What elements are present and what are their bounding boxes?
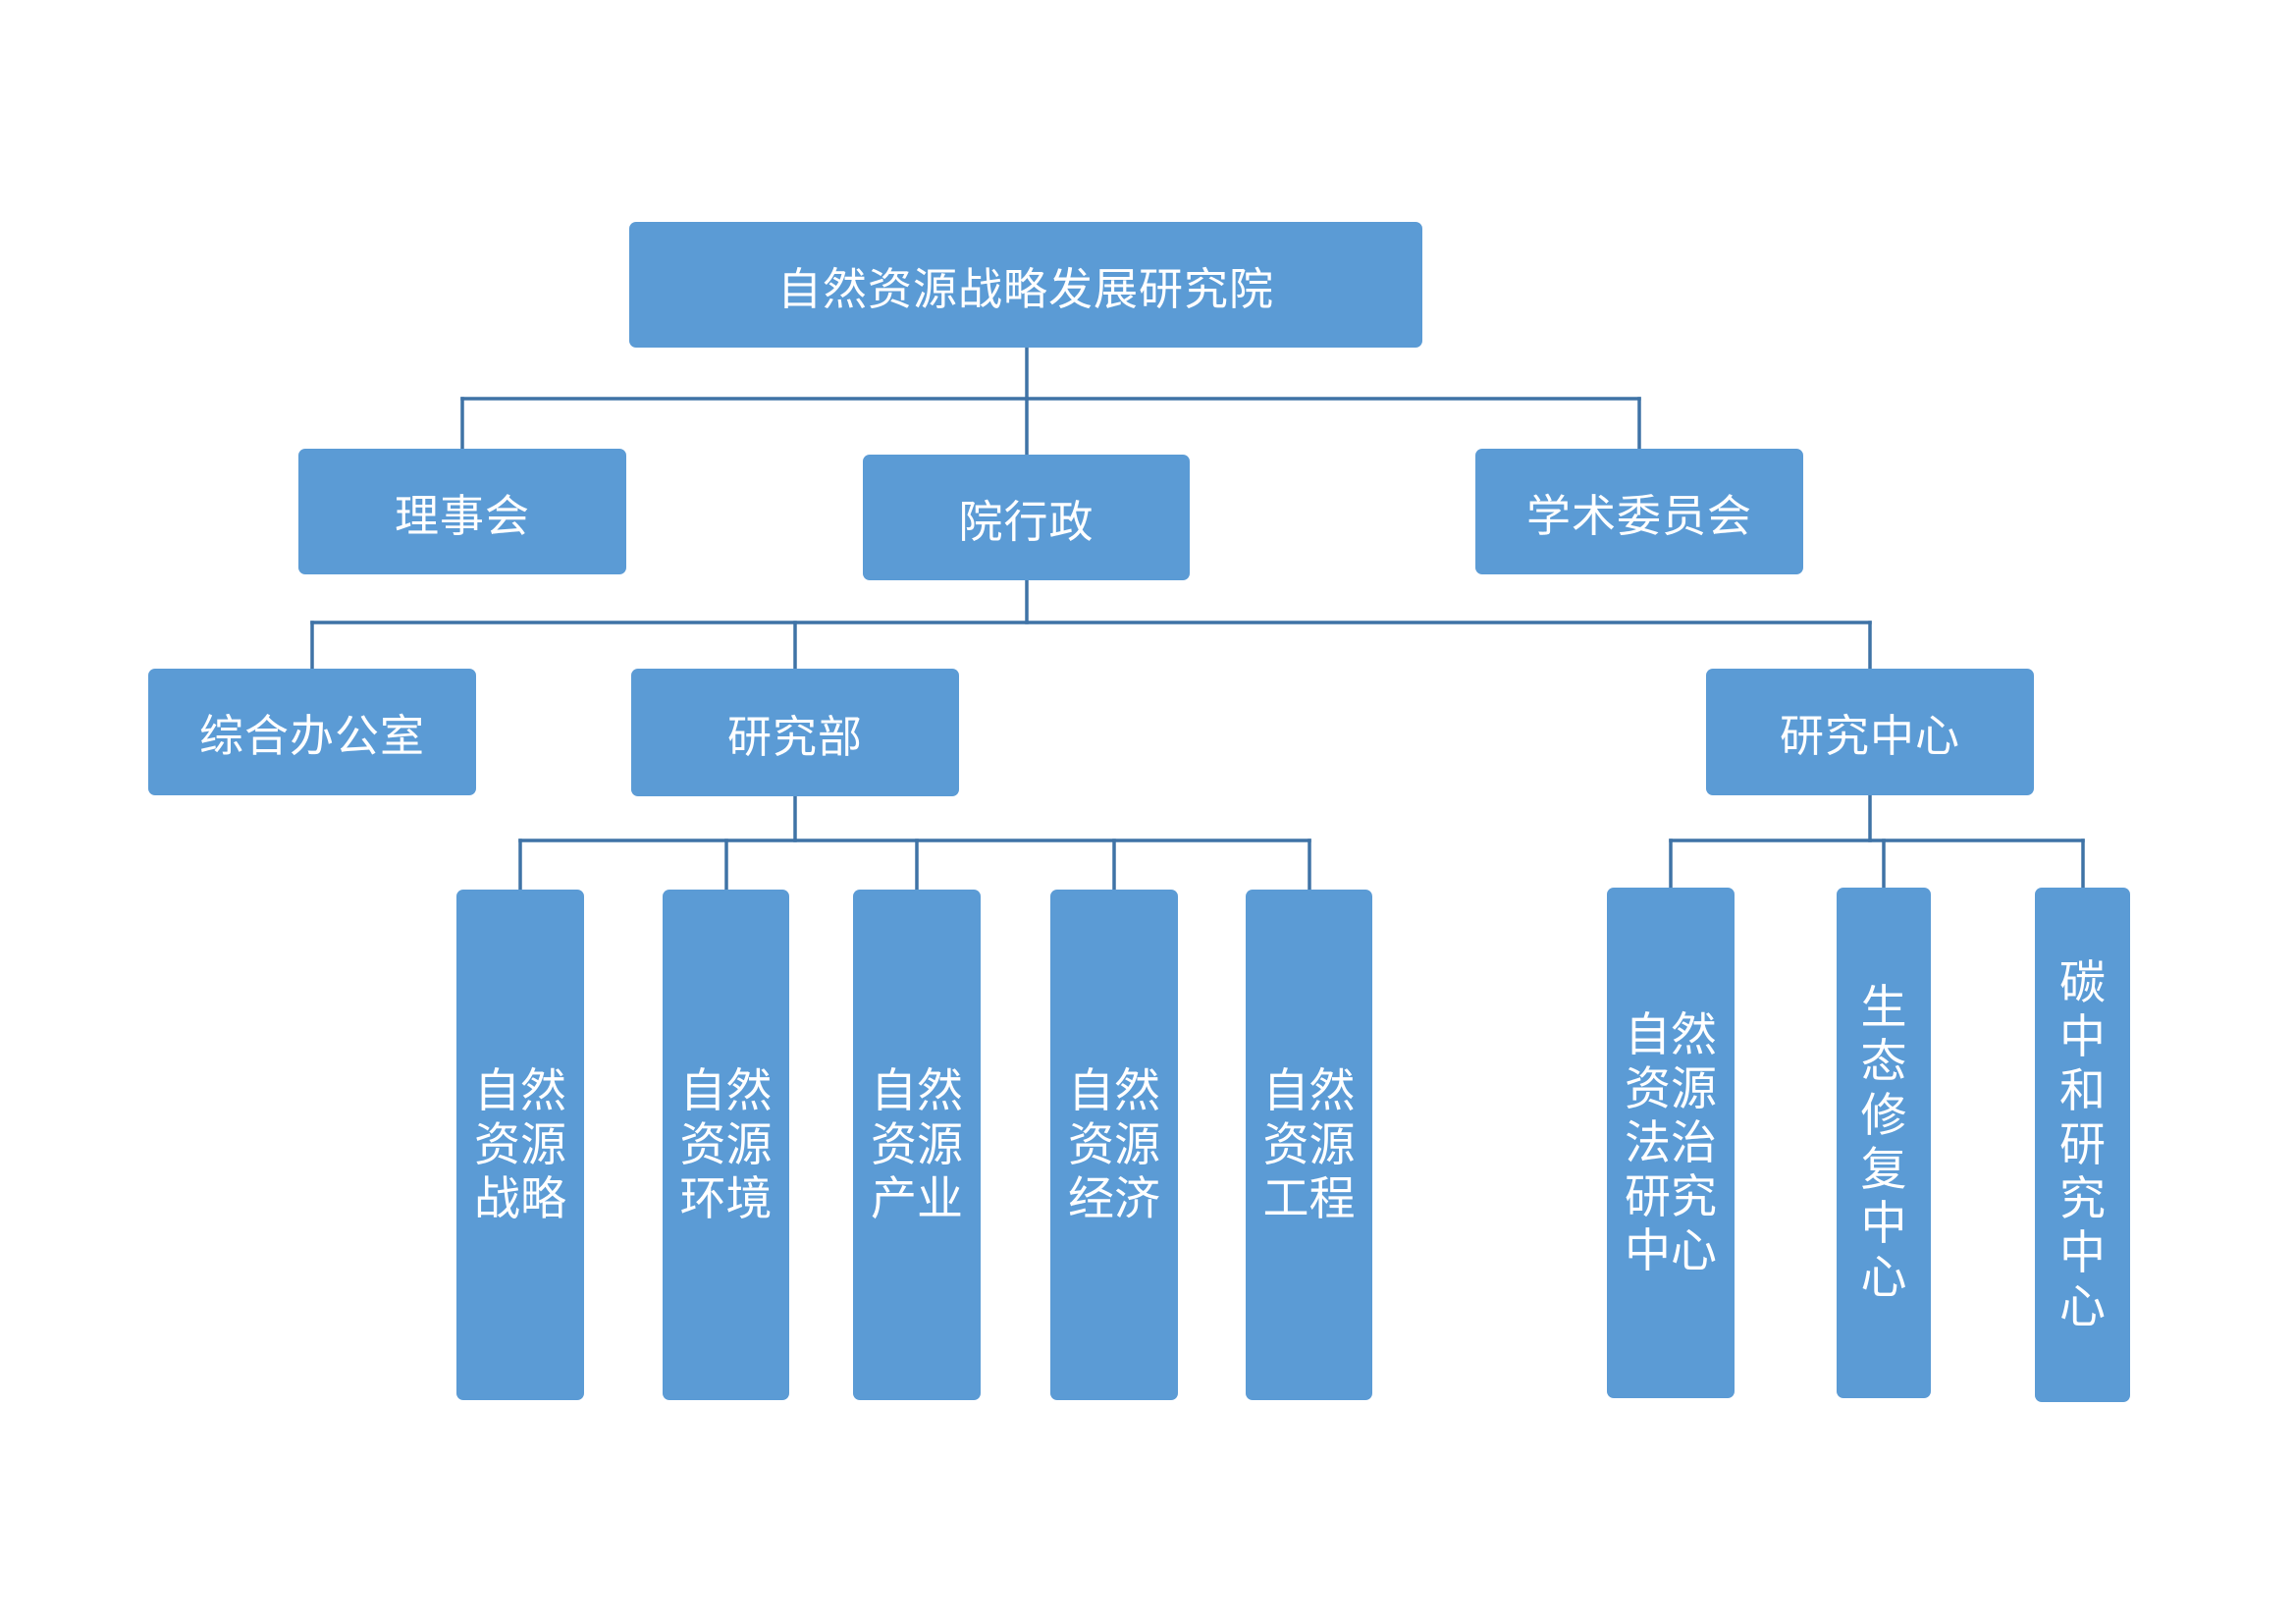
node-root-institute: 自然资源战略发展研究院 [629,222,1422,348]
node-dept-industry: 自然资源产业 [853,890,981,1400]
node-label: 综合办公室 [198,710,425,762]
node-general-office: 综合办公室 [148,669,476,795]
node-board: 理事会 [298,449,626,574]
node-label: 自然资源经济 [1068,1063,1160,1226]
node-label: 院行政 [958,495,1095,548]
node-dept-economy: 自然资源经济 [1050,890,1178,1400]
node-label: 自然资源工程 [1262,1063,1356,1226]
node-label: 自然资源战略 [474,1063,566,1226]
node-label: 研究部 [726,710,863,763]
node-center-ecology: 生态修复中心 [1837,888,1931,1398]
node-label: 自然资源法治研究中心 [1625,1007,1717,1278]
node-label: 理事会 [394,489,530,542]
node-center-law: 自然资源法治研究中心 [1607,888,1735,1398]
node-label: 自然资源战略发展研究院 [776,262,1274,315]
node-academic-committee: 学术委员会 [1475,449,1803,574]
node-research-center: 研究中心 [1706,669,2034,795]
node-label: 学术委员会 [1525,489,1752,542]
node-research-department: 研究部 [631,669,959,796]
node-label: 研究中心 [1779,710,1960,762]
node-dept-strategy: 自然资源战略 [456,890,584,1400]
node-dept-environment: 自然资源环境 [663,890,789,1400]
node-label: 生态修复中心 [1860,981,1907,1305]
node-label: 碳中和研究中心 [2059,955,2106,1334]
node-label: 自然资源环境 [679,1063,773,1226]
node-administration: 院行政 [863,455,1190,580]
node-label: 自然资源产业 [871,1063,963,1226]
node-dept-engineering: 自然资源工程 [1246,890,1372,1400]
node-center-carbon: 碳中和研究中心 [2035,888,2130,1402]
